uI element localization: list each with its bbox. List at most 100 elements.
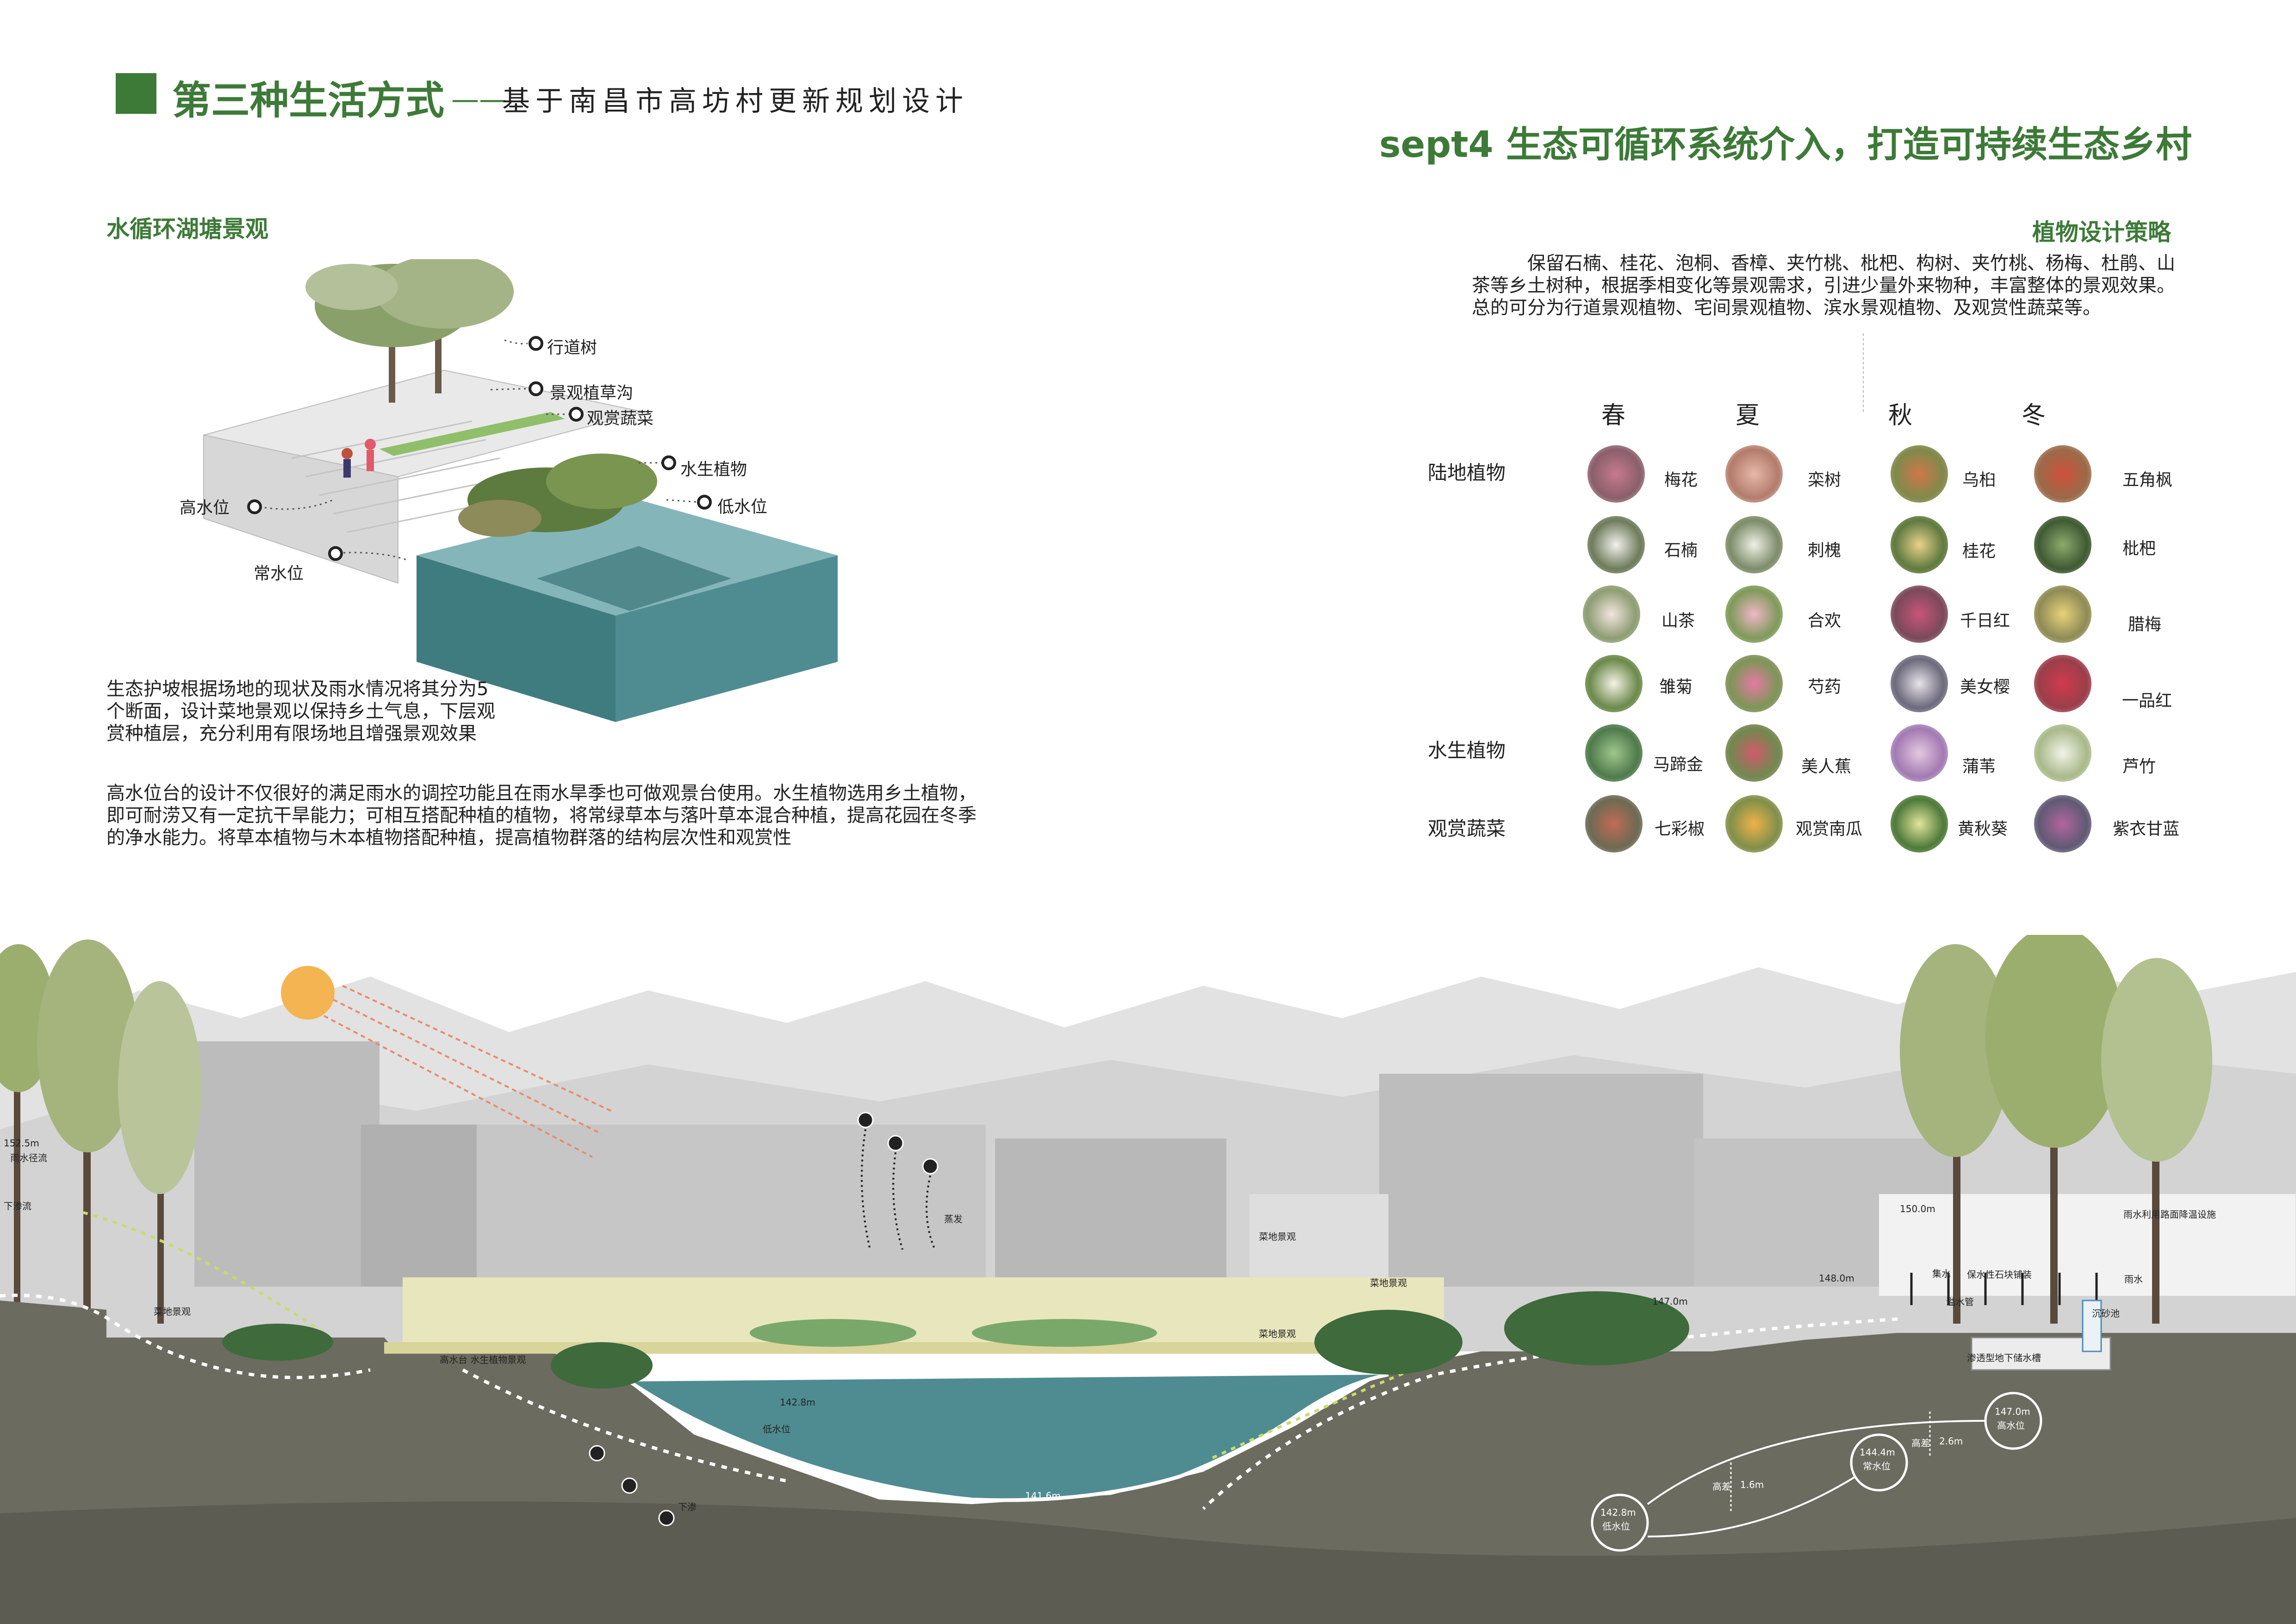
plant-image-hehuan	[1725, 585, 1783, 643]
plant-name: 七彩椒	[1655, 820, 1705, 839]
plant-image-cihuai	[1725, 516, 1783, 573]
plant-name: 一品红	[2122, 691, 2172, 710]
label-infiltration-flow: 下渗流	[4, 1201, 31, 1212]
plant-name: 蒲苇	[1962, 757, 1996, 776]
season-winter: 冬	[2022, 402, 2046, 429]
label-high-water: 高水位	[180, 498, 230, 517]
ellipse-high-elev: 147.0m	[1995, 1406, 2030, 1417]
label-overflow-pipe: 溢水管	[1946, 1296, 1974, 1307]
plant-name: 乌桕	[1962, 471, 1996, 490]
plant-image-meirenjiao	[1725, 724, 1783, 782]
label-rain-inlet: 雨水	[2124, 1274, 2143, 1285]
left-section-title: 水循环湖塘景观	[106, 216, 268, 243]
label-veg-view: 菜地景观	[154, 1306, 191, 1317]
label-veg-view: 菜地景观	[1259, 1328, 1296, 1339]
label-sedimentation: 沉砂池	[2092, 1308, 2120, 1319]
label-veg-view: 菜地景观	[1370, 1277, 1407, 1288]
divider-dashed	[1863, 333, 1864, 412]
plant-name: 石楠	[1664, 541, 1698, 560]
plant-name: 黄秋葵	[1958, 820, 2008, 839]
plant-image-matijin	[1585, 724, 1643, 782]
label-high-platform: 高水台 水生植物景观	[440, 1354, 526, 1365]
label-low-water: 低水位	[717, 498, 768, 516]
plant-image-ziyiganlan	[2034, 795, 2091, 852]
plant-name: 紫衣甘蓝	[2113, 820, 2180, 839]
plant-name: 观赏南瓜	[1796, 820, 1863, 839]
label-underground-tank: 渗透型地下储水槽	[1967, 1352, 2041, 1363]
page-subtitle: 基于南昌市高坊村更新规划设计	[502, 85, 969, 118]
plant-image-qianrihong	[1891, 585, 1948, 643]
plant-intro: 保留石楠、桂花、泡桐、香樟、夹竹桃、枇杷、构树、夹竹桃、杨梅、杜鹃、山茶等乡土树…	[1472, 253, 2175, 318]
plant-image-luanshu	[1725, 445, 1783, 503]
plant-name: 五角枫	[2122, 471, 2173, 490]
plant-image-lamei	[2034, 585, 2091, 643]
label-ornamental-veg: 观赏蔬菜	[587, 409, 654, 428]
label-catch: 集水	[1932, 1268, 1951, 1279]
left-paragraph-2: 高水位台的设计不仅很好的满足雨水的调控功能且在雨水旱季也可做观景台使用。水生植物…	[106, 783, 977, 848]
ellipse-normal-elev: 144.4m	[1860, 1447, 1895, 1458]
plant-name: 芦竹	[2122, 757, 2156, 776]
category-land: 陆地植物	[1428, 461, 1506, 484]
plant-image-yipinhong	[2034, 655, 2091, 712]
label-eco-stone: 保水性石块铺装	[1967, 1269, 2032, 1280]
label-street-tree: 行道树	[547, 338, 597, 357]
plant-name: 合欢	[1808, 611, 1842, 630]
elev-147: 147.0m	[1652, 1296, 1688, 1307]
plant-name: 山茶	[1661, 611, 1695, 630]
plant-image-shancha	[1583, 585, 1640, 643]
label-evaporation: 蒸发	[944, 1213, 963, 1225]
season-autumn: 秋	[1888, 402, 1913, 429]
category-aquatic: 水生植物	[1428, 739, 1506, 762]
plant-name: 雏菊	[1659, 678, 1693, 697]
plant-image-meihua	[1587, 445, 1645, 503]
plant-name: 刺槐	[1808, 541, 1842, 560]
height-diff-label: 高差	[1911, 1437, 1930, 1449]
plant-name: 梅花	[1664, 471, 1698, 490]
plant-image-chuju	[1585, 655, 1643, 712]
label-infiltration: 下渗	[678, 1501, 697, 1512]
elev-141-6: 141.6m	[1025, 1490, 1061, 1501]
plant-name: 美人蕉	[1801, 757, 1852, 776]
plant-image-wujiaofeng	[2034, 445, 2091, 503]
label-veg-view: 菜地景观	[1259, 1231, 1296, 1242]
label-normal-water: 常水位	[254, 564, 304, 583]
plant-name: 芍药	[1808, 678, 1842, 697]
left-paragraph-1: 生态护坡根据场地的现状及雨水情况将其分为5个断面，设计菜地景观以保持乡土气息，下…	[106, 678, 495, 744]
section-illustration	[0, 935, 2296, 1624]
plant-image-meinvying	[1891, 655, 1948, 712]
plant-name: 桂花	[1962, 542, 1996, 561]
plant-image-shaoyao	[1725, 655, 1783, 712]
plant-image-guanshangnangua	[1725, 795, 1783, 852]
season-summer: 夏	[1736, 402, 1760, 429]
label-grass-ditch: 景观植草沟	[550, 384, 634, 403]
ellipse-low-elev: 142.8m	[1600, 1507, 1636, 1518]
page-title: 第三种生活方式	[172, 78, 445, 123]
height-diff-value: 1.6m	[1740, 1479, 1764, 1490]
category-vegetable: 观赏蔬菜	[1428, 817, 1506, 840]
ellipse-normal-label: 常水位	[1863, 1461, 1891, 1472]
plant-image-qicaijiao	[1585, 795, 1643, 852]
ellipse-low-label: 低水位	[1602, 1521, 1630, 1532]
plant-image-wujiu	[1891, 445, 1948, 503]
plant-image-huangqiukui	[1891, 795, 1948, 852]
title-marker	[116, 73, 156, 114]
label-rain-runoff: 雨水径流	[10, 1152, 47, 1164]
label-aquatic: 水生植物	[680, 460, 747, 479]
plant-name: 栾树	[1808, 471, 1842, 490]
elev-148: 148.0m	[1819, 1273, 1854, 1284]
pond-3d-illustration	[203, 259, 838, 722]
label-low-water-mark: 低水位	[763, 1424, 790, 1435]
plant-image-pipa	[2034, 516, 2091, 573]
elev-left: 152.5m	[4, 1138, 39, 1149]
plant-name: 枇杷	[2122, 539, 2156, 558]
height-diff-label: 高差	[1712, 1481, 1731, 1492]
plant-name: 腊梅	[2128, 615, 2162, 634]
plant-image-luzhu	[2034, 724, 2091, 782]
plant-name: 马蹄金	[1653, 755, 1704, 774]
plant-name: 千日红	[1960, 611, 2010, 630]
ellipse-high-label: 高水位	[1997, 1420, 2025, 1431]
plant-image-shinan	[1587, 516, 1645, 573]
elev-142-8: 142.8m	[780, 1397, 815, 1408]
plant-name: 美女樱	[1960, 678, 2010, 697]
title-dash: ——	[451, 83, 507, 116]
